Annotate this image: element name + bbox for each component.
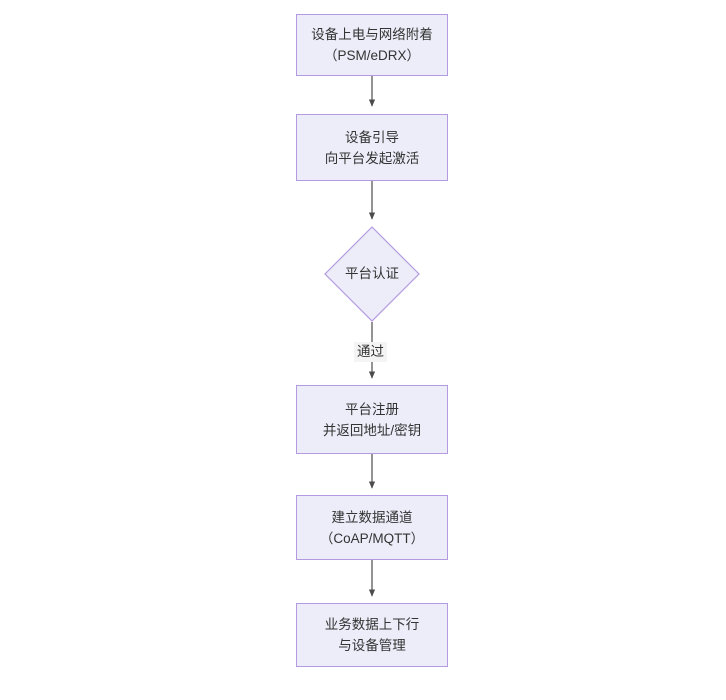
node-platform-register-line-2: 并返回地址/密钥 bbox=[322, 422, 422, 438]
node-data-channel[interactable]: 建立数据通道 （CoAP/MQTT） bbox=[296, 495, 448, 560]
node-bootstrap[interactable]: 设备引导 向平台发起激活 bbox=[296, 114, 448, 181]
node-power-on-line-2: （PSM/eDRX） bbox=[323, 48, 421, 63]
decision-diamond-shape bbox=[324, 226, 420, 322]
node-bootstrap-line-1: 设备引导 bbox=[345, 129, 399, 145]
node-bootstrap-line-2: 向平台发起激活 bbox=[324, 150, 420, 166]
node-service-data[interactable]: 业务数据上下行 与设备管理 bbox=[296, 603, 448, 667]
node-power-on[interactable]: 设备上电与网络附着 （PSM/eDRX） bbox=[296, 14, 448, 76]
node-platform-register[interactable]: 平台注册 并返回地址/密钥 bbox=[296, 385, 448, 454]
node-data-channel-line-2: （CoAP/MQTT） bbox=[319, 530, 425, 546]
node-power-on-line-1: 设备上电与网络附着 bbox=[311, 27, 433, 42]
node-data-channel-line-1: 建立数据通道 bbox=[331, 509, 413, 525]
node-service-data-line-2: 与设备管理 bbox=[338, 638, 406, 653]
node-platform-auth[interactable]: 平台认证 bbox=[324, 226, 420, 322]
edge-label-pass: 通过 bbox=[354, 342, 387, 362]
node-platform-auth-label: 平台认证 bbox=[345, 266, 399, 281]
node-service-data-line-1: 业务数据上下行 bbox=[324, 617, 420, 632]
node-platform-register-line-1: 平台注册 bbox=[345, 401, 399, 417]
